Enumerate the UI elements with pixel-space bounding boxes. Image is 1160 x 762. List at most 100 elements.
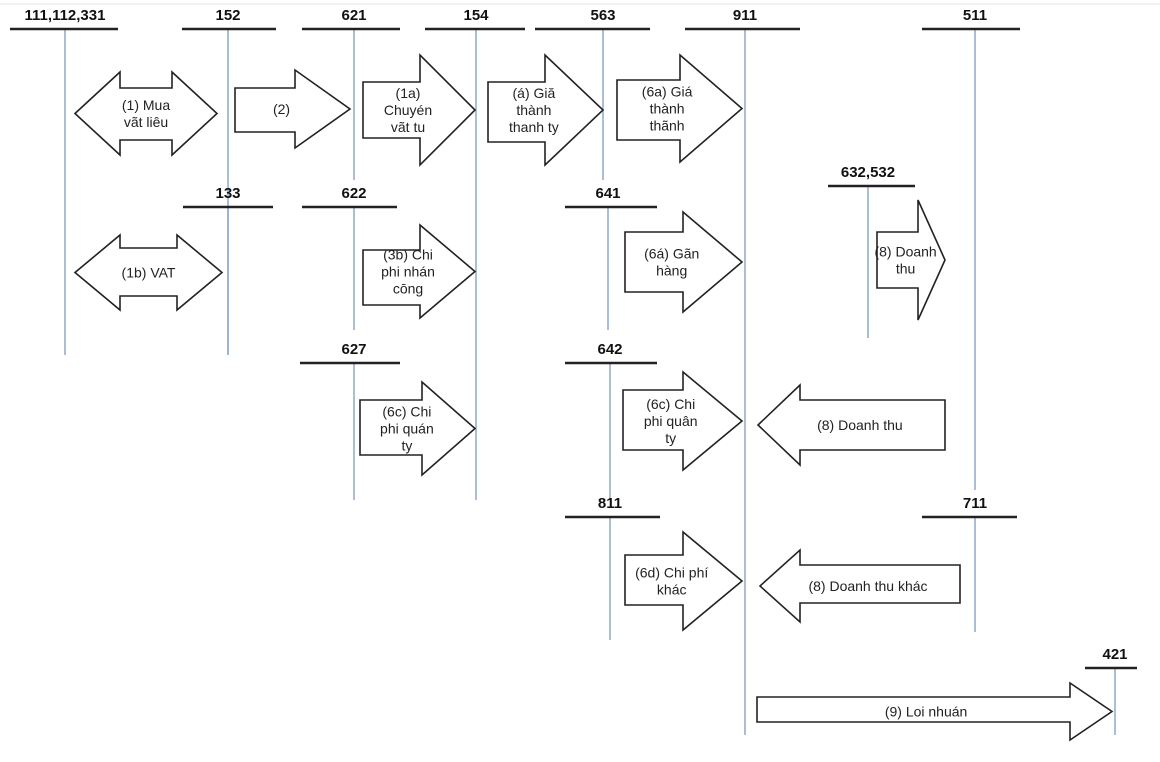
account-label: 511 xyxy=(963,7,987,24)
right-arrow-shape xyxy=(616,53,744,164)
arrow-label-line: phi nhán xyxy=(381,264,435,280)
right-arrow-shape xyxy=(362,53,477,167)
t-accounts: 111,112,331 152 621 154 563 911 511 133 622 627 64… xyxy=(10,7,1137,735)
arrow-label: (2) xyxy=(273,101,290,117)
arrow-label-line: (6c) Chi xyxy=(382,404,431,420)
arrow-label-line: thành xyxy=(650,101,685,117)
arrow-label-line: (6á) Gãn xyxy=(644,246,699,262)
t-account-133: 133 xyxy=(183,185,273,355)
account-label: 563 xyxy=(590,7,615,24)
arrow-label-line: (6c) Chi xyxy=(646,396,695,412)
account-label: 911 xyxy=(733,7,757,24)
arrow-6: (1b) VAT xyxy=(73,233,224,312)
right-arrow-shape xyxy=(756,681,1114,742)
t-account-421: 421 xyxy=(1085,646,1137,735)
account-label: 111,112,331 xyxy=(25,7,106,24)
right-arrow-shape xyxy=(362,223,477,320)
account-label: 133 xyxy=(215,185,240,202)
t-account-622: 622 xyxy=(302,185,397,330)
arrow-label-line: vãt liêu xyxy=(124,114,168,130)
arrow-label-line: hàng xyxy=(656,263,687,279)
arrow-label-line: khác xyxy=(657,582,687,598)
account-label: 641 xyxy=(595,185,620,202)
arrow-label-line: ty xyxy=(401,438,412,454)
arrow-label-line: (9) Loi nhuán xyxy=(885,704,968,720)
t-account-152: 152 xyxy=(182,7,276,355)
account-label: 711 xyxy=(963,495,987,512)
right-arrow-shape xyxy=(487,53,605,167)
account-label: 642 xyxy=(597,341,622,358)
arrow-15: (9) Loi nhuán xyxy=(756,681,1114,742)
arrow-label: (1b) VAT xyxy=(122,265,176,281)
right-arrow-shape xyxy=(624,530,744,632)
arrow-label-line: thành xyxy=(516,102,551,118)
arrow-label-line: ty xyxy=(665,430,676,446)
right-arrow-shape xyxy=(622,370,744,472)
t-account-621: 621 xyxy=(302,7,400,180)
arrow-label-line: (2) xyxy=(273,101,290,117)
account-label: 152 xyxy=(215,7,240,24)
account-label: 621 xyxy=(341,7,366,24)
right-arrow-shape xyxy=(359,380,477,477)
account-label: 632,532 xyxy=(841,164,895,181)
double-arrow-shape xyxy=(73,70,219,157)
double-arrow-shape xyxy=(73,233,224,312)
t-account-627: 627 xyxy=(300,341,400,500)
t-account-111-112-331: 111,112,331 xyxy=(10,7,118,355)
left-arrow-shape xyxy=(758,548,961,624)
right-arrow-shape xyxy=(624,210,744,314)
arrow-label-line: phi quán xyxy=(380,421,434,437)
arrow-label-line: cōng xyxy=(393,281,423,297)
right-arrow-shape xyxy=(876,199,946,321)
arrow-label-line: (8) Doanh thu khác xyxy=(808,578,927,594)
t-account-911: 911 xyxy=(685,7,800,735)
arrow-label-line: (3b) Chi xyxy=(383,247,433,263)
arrow-2: (2) xyxy=(234,68,352,150)
t-account-642: 642 xyxy=(565,341,657,500)
arrow-label-line: (1) Mua xyxy=(122,97,170,113)
arrow-12: (8) Doanh thu xyxy=(756,383,946,467)
arrow-label-line: (1a) xyxy=(396,85,421,101)
arrow-label-line: (8) Doanh xyxy=(874,244,936,260)
arrow-label-line: (8) Doanh thu xyxy=(817,417,903,433)
t-account-511: 511 xyxy=(922,7,1020,490)
t-account-632-532: 632,532 xyxy=(828,164,915,338)
arrow-label-line: (6a) Giá xyxy=(642,84,693,100)
account-label: 622 xyxy=(341,185,366,202)
account-label: 811 xyxy=(598,495,622,512)
arrow-label-line: (1b) VAT xyxy=(122,265,176,281)
arrow-label-line: (6d) Chi phí xyxy=(635,565,708,581)
t-account-563: 563 xyxy=(535,7,650,180)
t-account-711: 711 xyxy=(922,495,1017,632)
arrow-label-line: vãt tu xyxy=(391,119,425,135)
t-account-811: 811 xyxy=(565,495,660,640)
arrow-label: (9) Loi nhuán xyxy=(885,704,968,720)
account-label: 627 xyxy=(341,341,366,358)
t-account-154: 154 xyxy=(425,7,525,500)
arrow-label-line: thãnh xyxy=(650,118,685,134)
account-label: 421 xyxy=(1102,646,1127,663)
arrow-label-line: thu xyxy=(896,261,915,277)
arrow-label-line: Chuyén xyxy=(384,102,432,118)
arrow-label-line: phi quân xyxy=(644,413,698,429)
